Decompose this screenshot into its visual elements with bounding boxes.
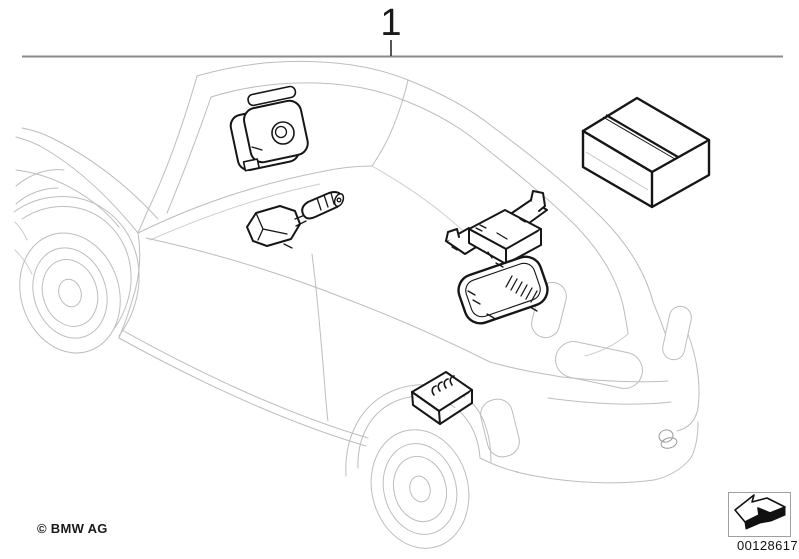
rear-lamp-near: [480, 398, 520, 458]
callout-label[interactable]: 1: [380, 2, 402, 44]
parts-box-drawing: [581, 96, 711, 209]
car-line-art: [13, 60, 700, 549]
quarter-window: [531, 281, 567, 339]
retrofit-arrow-glyph: [734, 494, 786, 530]
alarm-siren-drawing: [229, 85, 309, 172]
hatch-handle-recess: [555, 341, 643, 389]
front-wheel: [13, 196, 140, 354]
ultrasonic-sensor-drawing: [457, 255, 549, 325]
part-number-text: 00128617: [736, 538, 798, 553]
rear-lamp-far: [662, 305, 692, 361]
control-unit-drawing: [445, 190, 548, 265]
remote-transmitter-drawing: [246, 191, 345, 249]
retrofit-arrow-icon: [728, 492, 791, 537]
copyright-text: © BMW AG: [37, 521, 108, 536]
headlight: [14, 169, 65, 275]
bumper-knob: [658, 429, 678, 449]
rear-wheel: [345, 384, 492, 549]
relay-module-drawing: [411, 371, 473, 425]
